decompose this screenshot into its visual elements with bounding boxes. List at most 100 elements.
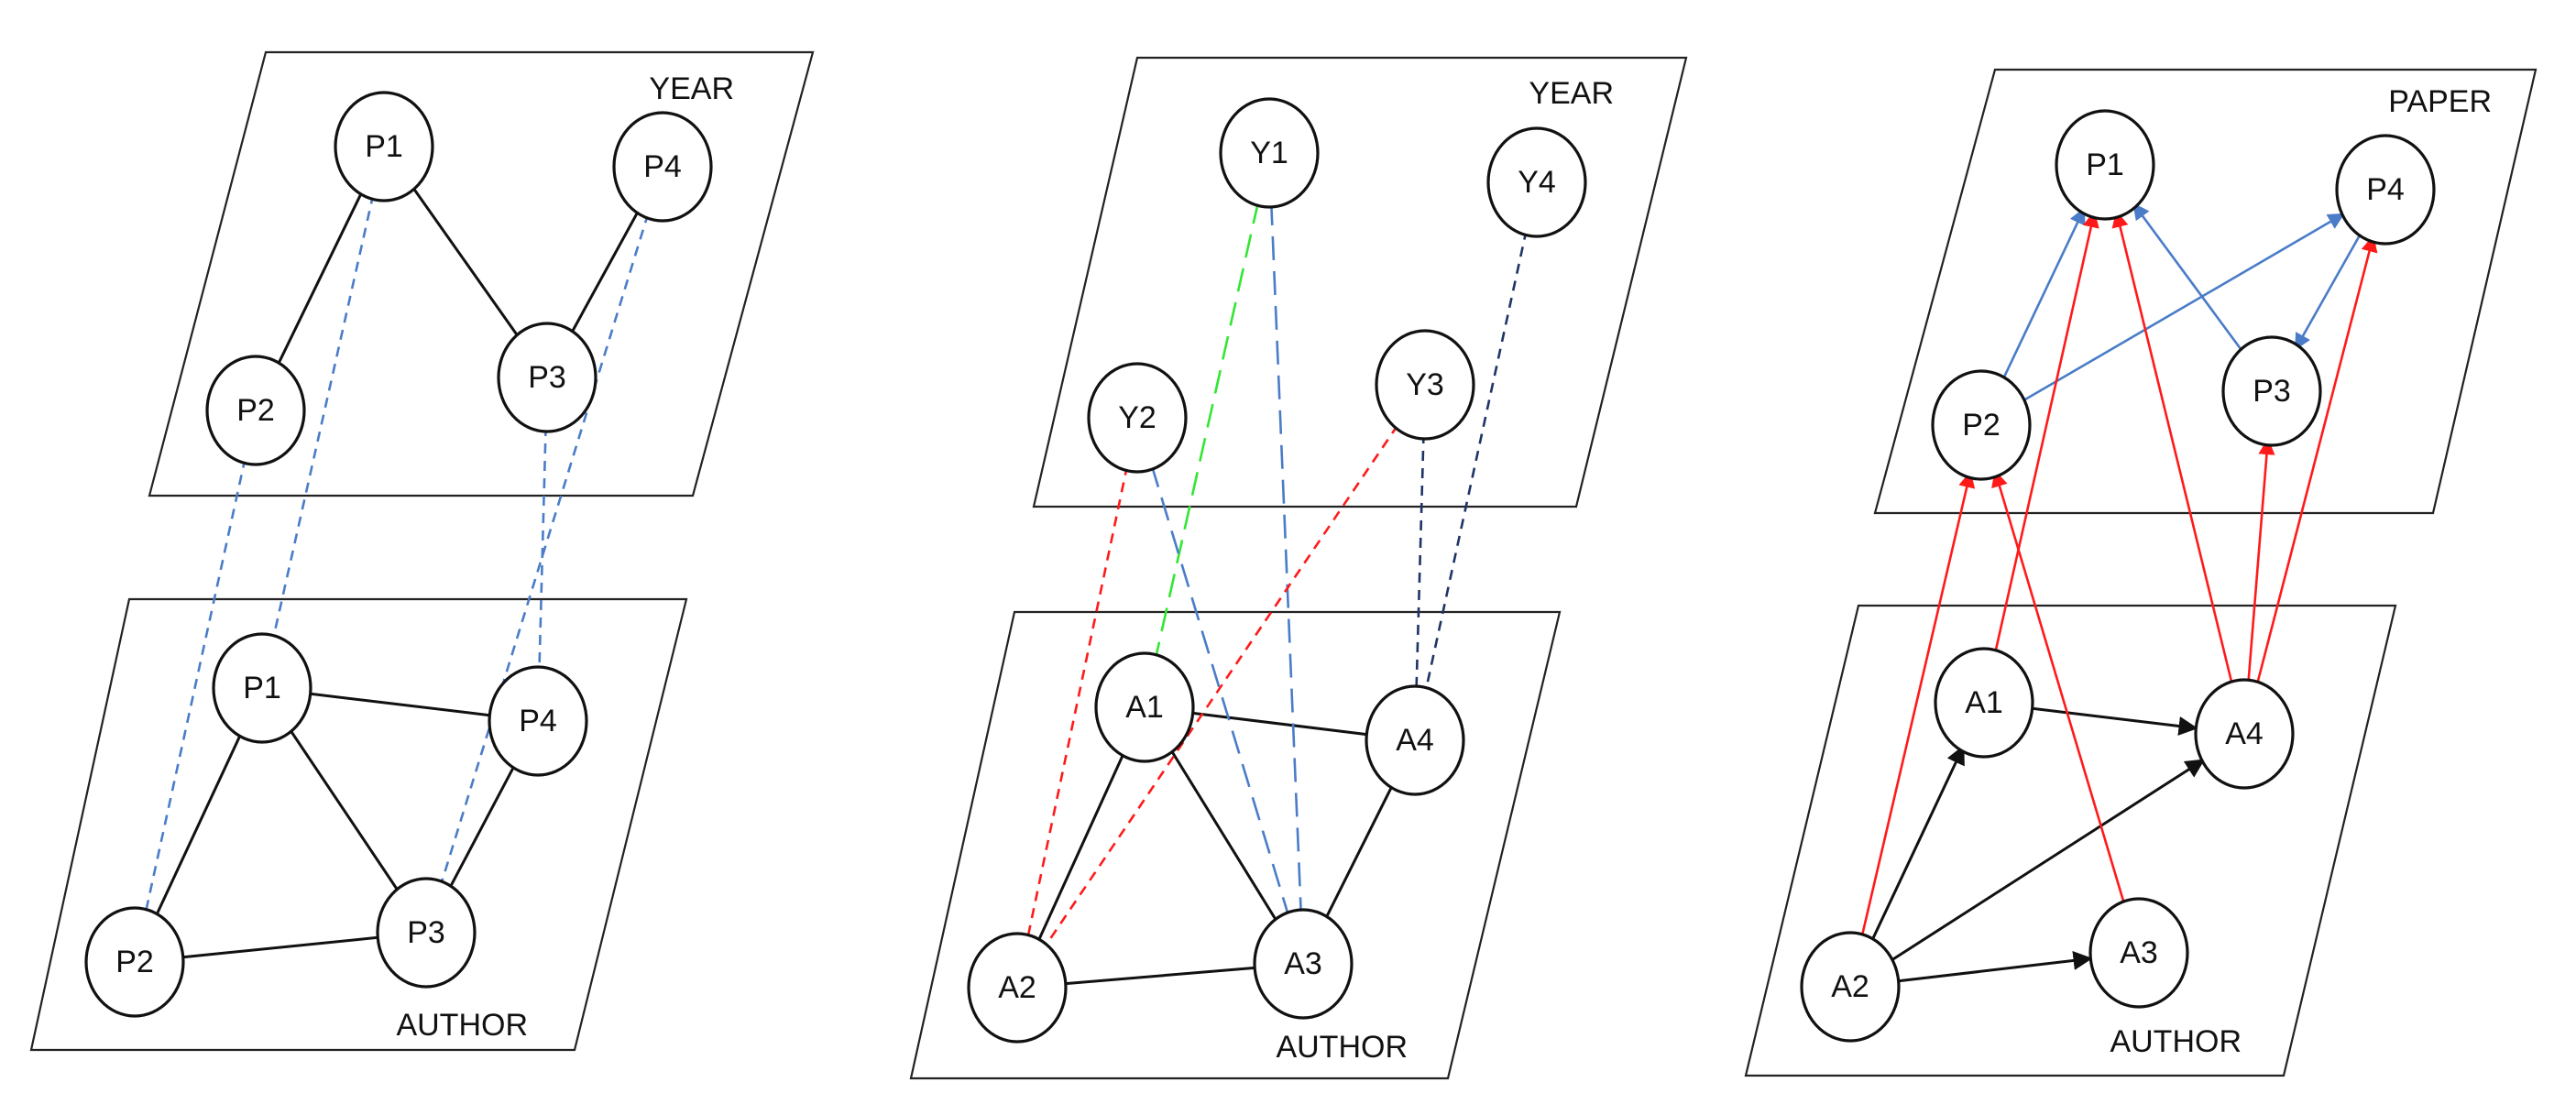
plane-label-p2-bottom: AUTHOR [1276, 1030, 1408, 1065]
node-p3b-A2: A2 [1800, 931, 1901, 1043]
node-circle-p3t-P3 [2221, 335, 2322, 447]
node-label-p1t-P3: P3 [528, 360, 566, 395]
plane-label-p3-bottom: AUTHOR [2110, 1024, 2242, 1059]
edge-p2t-Y3-to-p2b-A2 [1043, 424, 1399, 948]
node-circle-p3b-A1 [1934, 647, 2034, 759]
node-label-p2b-A1: A1 [1125, 690, 1164, 725]
node-p1b-P2: P2 [84, 906, 185, 1018]
node-circle-p2b-A1 [1094, 651, 1195, 763]
node-p1b-P4: P4 [488, 665, 588, 777]
node-circle-p3t-P2 [1931, 369, 2032, 481]
node-p1t-P2: P2 [205, 355, 306, 466]
node-p3t-P4: P4 [2335, 134, 2436, 246]
node-circle-p1b-P2 [84, 906, 185, 1018]
node-p1t-P1: P1 [334, 91, 434, 202]
edge-p2b-A1-to-p2b-A3 [1168, 748, 1279, 924]
node-label-p2b-A3: A3 [1284, 946, 1322, 981]
node-p3b-A1: A1 [1934, 647, 2034, 759]
node-circle-p2b-A2 [967, 932, 1068, 1044]
node-label-p2t-Y4: Y4 [1518, 165, 1556, 200]
edge-p3b-A2-to-p3t-P2 [1859, 470, 1976, 940]
node-p3t-P1: P1 [2055, 109, 2155, 221]
node-label-p3t-P4: P4 [2366, 172, 2405, 207]
edge-p3b-A2-to-p3b-A4 [1890, 759, 2206, 962]
node-label-p3t-P2: P2 [1962, 408, 2001, 443]
edge-p3b-A1-to-p3b-A4 [2032, 706, 2198, 736]
edge-p2t-Y3-to-p2b-A4 [1415, 432, 1425, 693]
node-p1t-P3: P3 [497, 322, 597, 433]
node-label-p1b-P4: P4 [519, 704, 557, 738]
node-circle-p1t-P3 [497, 322, 597, 433]
node-p2t-Y1: Y1 [1219, 97, 1320, 209]
edge-p3b-A2-to-p3b-A3 [1898, 950, 2093, 983]
node-label-p2t-Y3: Y3 [1406, 367, 1444, 402]
plane-label-p1-top: YEAR [649, 71, 734, 106]
node-p1t-P4: P4 [612, 111, 713, 223]
node-circle-p2t-Y4 [1486, 126, 1587, 238]
node-label-p2b-A2: A2 [998, 970, 1036, 1005]
node-p1b-P1: P1 [212, 632, 312, 744]
node-label-p3t-P1: P1 [2086, 148, 2124, 182]
node-label-p1t-P2: P2 [236, 393, 275, 428]
node-circle-p3b-A4 [2194, 678, 2295, 790]
node-p3b-A3: A3 [2088, 897, 2189, 1009]
node-label-p1b-P1: P1 [243, 671, 281, 705]
edge-p3b-A3-to-p3t-P2 [1991, 470, 2127, 907]
node-circle-p1b-P3 [376, 877, 477, 989]
node-circle-p3t-P4 [2335, 134, 2436, 246]
edge-p1b-P1-to-p1b-P3 [288, 727, 400, 893]
node-p3t-P2: P2 [1931, 369, 2032, 481]
edge-p1t-P1-to-p1t-P2 [275, 190, 365, 367]
edge-p2b-A1-to-p2b-A2 [1036, 750, 1126, 945]
edge-p3t-P2-to-p3t-P4 [2022, 213, 2345, 402]
node-p2b-A4: A4 [1365, 684, 1465, 796]
edge-p1t-P4-to-p1b-P3 [439, 213, 650, 887]
edge-p1t-P1-to-p1t-P3 [411, 185, 521, 339]
node-label-p1b-P3: P3 [407, 915, 445, 950]
node-label-p2t-Y1: Y1 [1250, 136, 1288, 170]
edge-p2b-A1-to-p2b-A4 [1192, 711, 1367, 737]
edge-p1t-P2-to-p1b-P2 [144, 457, 247, 915]
edge-p2t-Y1-to-p2b-A1 [1154, 200, 1260, 661]
node-circle-p1b-P1 [212, 632, 312, 744]
edge-p2b-A2-to-p2b-A3 [1065, 966, 1255, 986]
edge-p1t-P3-to-p1t-P4 [569, 208, 641, 336]
node-circle-p2t-Y2 [1087, 362, 1188, 474]
node-circle-p3b-A3 [2088, 897, 2189, 1009]
node-p2b-A3: A3 [1253, 908, 1354, 1020]
node-circle-p2t-Y1 [1219, 97, 1320, 209]
node-label-p3b-A4: A4 [2225, 716, 2264, 751]
plane-label-p3-top: PAPER [2388, 84, 2492, 119]
edge-p2t-Y2-to-p2b-A3 [1150, 464, 1290, 918]
node-circle-p2b-A3 [1253, 908, 1354, 1020]
node-circle-p2t-Y3 [1375, 329, 1475, 441]
node-p2t-Y3: Y3 [1375, 329, 1475, 441]
node-label-p1t-P1: P1 [365, 129, 403, 164]
edge-p2b-A3-to-p2b-A4 [1323, 782, 1395, 922]
node-circle-p1t-P2 [205, 355, 306, 466]
node-label-p3b-A3: A3 [2120, 935, 2158, 970]
node-p1b-P3: P3 [376, 877, 477, 989]
edge-p3t-P4-to-p3t-P3 [2294, 231, 2363, 351]
node-p2b-A1: A1 [1094, 651, 1195, 763]
node-circle-p1t-P4 [612, 111, 713, 223]
node-p3b-A4: A4 [2194, 678, 2295, 790]
node-label-p3b-A2: A2 [1831, 969, 1869, 1004]
edge-p1b-P1-to-p1b-P4 [310, 692, 490, 717]
edge-p3t-P3-to-p3t-P1 [2132, 202, 2244, 354]
node-circle-p3t-P1 [2055, 109, 2155, 221]
edge-p3t-P2-to-p3t-P1 [2001, 207, 2086, 382]
node-label-p1t-P4: P4 [643, 149, 682, 184]
edge-p1t-P3-to-p1b-P4 [538, 425, 547, 673]
node-circle-p3b-A2 [1800, 931, 1901, 1043]
node-circle-p2b-A4 [1365, 684, 1465, 796]
node-p2t-Y2: Y2 [1087, 362, 1188, 474]
node-p2b-A2: A2 [967, 932, 1068, 1044]
plane-label-p1-bottom: AUTHOR [396, 1008, 528, 1043]
edge-p1t-P1-to-p1b-P1 [271, 193, 375, 641]
edge-p3b-A4-to-p3t-P1 [2111, 210, 2234, 687]
edge-p3b-A2-to-p3b-A1 [1869, 744, 1965, 944]
node-circle-p1t-P1 [334, 91, 434, 202]
